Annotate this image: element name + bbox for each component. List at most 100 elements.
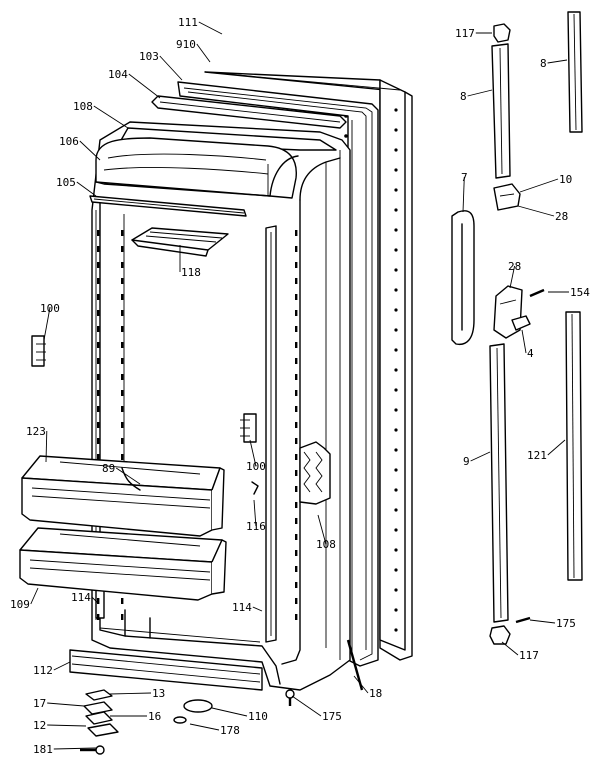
shelf-slot <box>295 598 298 604</box>
shelf-slot <box>295 614 298 620</box>
callout-c117b: 117 <box>519 649 539 662</box>
shelf-slot <box>121 406 124 412</box>
callout-c108b: 108 <box>316 538 336 551</box>
shelf-slot <box>97 598 100 604</box>
shelf-slot <box>121 358 124 364</box>
callout-c100b: 100 <box>246 460 266 473</box>
shelf-slot <box>97 278 100 284</box>
leader-line-c8a <box>547 59 568 64</box>
leader-line-c110 <box>211 707 248 717</box>
shelf-slot <box>97 454 100 460</box>
shelf-slot <box>97 294 100 300</box>
callout-c181: 181 <box>33 743 53 756</box>
shelf-slot <box>295 310 298 316</box>
shelf-slot <box>295 246 298 252</box>
leader-line-c117b <box>501 641 519 656</box>
shelf-slot <box>121 342 124 348</box>
leader-line-c910 <box>196 43 211 63</box>
leader-line-c105 <box>76 181 97 197</box>
leader-line-c116 <box>253 499 257 527</box>
callout-c123: 123 <box>26 425 46 438</box>
shelf-slot <box>97 438 100 444</box>
door-hole <box>394 108 398 112</box>
dairy-compartment-door <box>95 137 299 199</box>
leader-line-c181 <box>53 747 97 750</box>
callout-c117a: 117 <box>455 27 475 40</box>
leader-line-c104 <box>128 73 161 99</box>
shelf-slot <box>295 582 298 588</box>
shelf-slot <box>97 342 100 348</box>
leader-line-c121 <box>547 439 566 456</box>
leader-line-c114b <box>252 606 263 612</box>
dairy-hinge-bar <box>89 195 247 217</box>
shelf-slot <box>295 374 298 380</box>
callout-c108a: 108 <box>73 100 93 113</box>
door-gasket <box>177 81 379 667</box>
shelf-slot <box>295 294 298 300</box>
callout-c9: 9 <box>463 455 470 468</box>
door-shelf-lower <box>19 527 227 601</box>
door-hole <box>394 468 398 472</box>
door-shelf-upper <box>21 455 225 537</box>
shelf-slot <box>121 422 124 428</box>
callout-c121: 121 <box>527 449 547 462</box>
right-parts <box>451 11 583 645</box>
callout-c910: 910 <box>176 38 196 51</box>
leader-line-c18 <box>353 675 369 694</box>
callout-c111: 111 <box>178 16 198 29</box>
leader-line-c9 <box>470 451 491 462</box>
shelf-clip-left <box>31 335 46 367</box>
callout-c109: 109 <box>10 598 30 611</box>
callout-c154: 154 <box>570 286 590 299</box>
door-hole <box>394 168 398 172</box>
leader-line-c13 <box>109 692 152 695</box>
shelf-slot <box>97 614 100 620</box>
leader-line-c112 <box>53 661 71 671</box>
callout-c103: 103 <box>139 50 159 63</box>
leader-line-c123 <box>45 430 48 463</box>
shelf-slot <box>97 422 100 428</box>
shelf-slot <box>121 454 124 460</box>
callout-c100a: 100 <box>40 302 60 315</box>
callout-c13: 13 <box>152 687 165 700</box>
leader-line-c28b <box>509 265 516 289</box>
door-hole <box>394 208 398 212</box>
shelf-slot <box>97 310 100 316</box>
shelf-slot <box>295 390 298 396</box>
door-hole <box>394 128 398 132</box>
door-hole <box>394 268 398 272</box>
door-hole <box>394 408 398 412</box>
shelf-slot <box>121 246 124 252</box>
shelf-slot <box>121 262 124 268</box>
leader-line-c7 <box>462 176 465 213</box>
door-hole <box>394 148 398 152</box>
door-hole <box>394 228 398 232</box>
door-hole <box>394 548 398 552</box>
leader-line-c8b <box>467 89 493 97</box>
leader-line-c10 <box>519 178 559 193</box>
leader-line-c103 <box>159 55 183 81</box>
callout-c116: 116 <box>246 520 266 533</box>
bottom-trim <box>69 649 263 691</box>
shelf-slot <box>295 438 298 444</box>
leader-line-c17 <box>47 702 85 707</box>
door-hole <box>394 368 398 372</box>
door-hole <box>394 488 398 492</box>
door-hole <box>394 508 398 512</box>
shelf-slot <box>97 390 100 396</box>
callout-c118: 118 <box>181 266 201 279</box>
shelf-slot <box>97 326 100 332</box>
callout-c104: 104 <box>108 68 128 81</box>
callout-c112: 112 <box>33 664 53 677</box>
shelf-slot <box>97 230 100 236</box>
leader-line-c109 <box>30 587 39 605</box>
leader-line-c108a <box>93 105 129 129</box>
callout-c7: 7 <box>461 171 468 184</box>
egg-tray <box>131 227 229 257</box>
callout-c106: 106 <box>59 135 79 148</box>
door-hole <box>394 188 398 192</box>
shelf-slot <box>121 326 124 332</box>
shelf-slot <box>295 262 298 268</box>
